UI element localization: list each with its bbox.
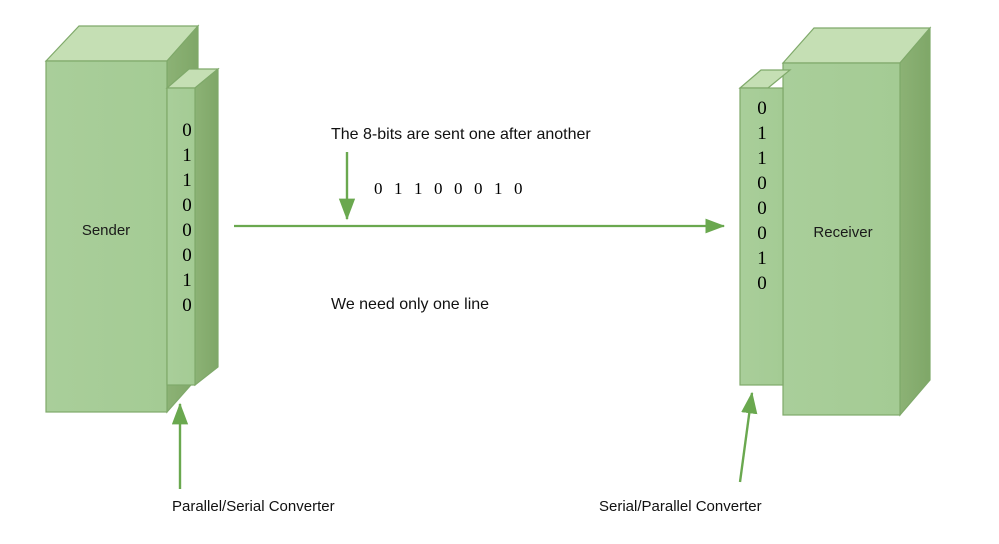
receiver-bit-column: 0 1 1 0 0 0 1 0 xyxy=(752,96,772,296)
receiver-bit: 1 xyxy=(757,248,767,269)
sender-block-label: Sender xyxy=(81,222,131,239)
serial-transmission-caption: The 8-bits are sent one after another xyxy=(331,126,591,143)
parallel-serial-converter-block xyxy=(165,67,220,387)
receiver-bit: 1 xyxy=(757,148,767,169)
receiver-bit: 1 xyxy=(757,123,767,144)
sender-bit: 1 xyxy=(182,145,192,166)
sp-converter-pointer-arrow xyxy=(738,391,758,483)
sender-bit: 0 xyxy=(182,220,192,241)
sender-bit: 1 xyxy=(182,270,192,291)
sender-bit: 0 xyxy=(182,245,192,266)
ps-converter-front-face xyxy=(166,87,196,386)
receiver-block-side-face xyxy=(899,26,931,417)
receiver-bit: 0 xyxy=(757,98,767,119)
serial-parallel-converter-label: Serial/Parallel Converter xyxy=(599,498,762,515)
sender-bit: 0 xyxy=(182,195,192,216)
receiver-bit: 0 xyxy=(757,223,767,244)
serial-bit-stream: 0 1 1 0 0 0 1 0 xyxy=(374,179,524,198)
sender-block-front-face xyxy=(45,60,168,413)
receiver-bit: 0 xyxy=(757,198,767,219)
sender-bit: 0 xyxy=(182,295,192,316)
receiver-bit: 0 xyxy=(757,273,767,294)
one-line-caption: We need only one line xyxy=(331,296,490,313)
serial-parallel-converter-block xyxy=(738,69,792,386)
sp-converter-front-face xyxy=(739,87,784,386)
sender-bit: 1 xyxy=(182,170,192,191)
receiver-block xyxy=(781,26,932,417)
parallel-serial-converter-label: Parallel/Serial Converter xyxy=(172,498,335,515)
sender-bit-column: 0 1 1 0 0 0 1 0 xyxy=(177,118,197,318)
ps-converter-side-face xyxy=(194,67,219,387)
sender-bit: 0 xyxy=(182,120,192,141)
receiver-block-label: Receiver xyxy=(813,224,873,241)
receiver-bit: 0 xyxy=(757,173,767,194)
